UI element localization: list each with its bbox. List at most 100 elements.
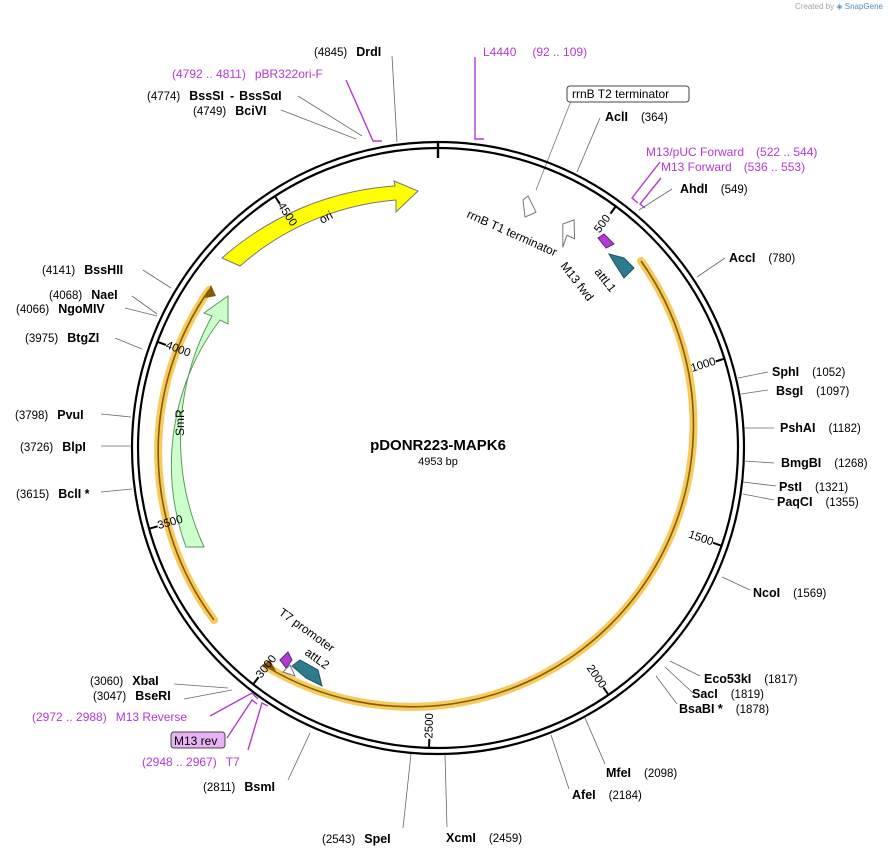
svg-text:SacI(1819): SacI(1819) xyxy=(692,687,764,701)
snapgene-credit: Created by ◈ SnapGene xyxy=(795,2,883,11)
l4440-marker xyxy=(474,57,484,140)
svg-text:AfeI(2184): AfeI(2184) xyxy=(572,788,642,802)
svg-text:XcmI(2459): XcmI(2459) xyxy=(446,831,522,845)
site-btgzi: BtgZI xyxy=(67,331,99,345)
svg-text:L4440(92 .. 109): L4440(92 .. 109) xyxy=(483,45,587,59)
svg-text:(3975)BtgZI: (3975) BtgZI xyxy=(25,331,99,345)
site-bcivi: BciVI xyxy=(235,104,266,118)
primer-m13-reverse: M13 Reverse xyxy=(116,710,188,724)
m13-reverse-marker xyxy=(209,692,259,717)
site-bseri-pos: (3047) xyxy=(93,691,126,703)
primer-m13-puc-forward: M13/pUC Forward xyxy=(646,145,744,159)
m13-puc-marker xyxy=(631,161,661,204)
site-paqci: PaqCI xyxy=(777,495,812,509)
svg-text:(3726)BlpI: (3726)BlpI xyxy=(20,440,86,454)
site-ngomiv: NgoMIV xyxy=(58,302,105,316)
orange-feature-arc-left xyxy=(154,285,218,624)
smr-label: SmR xyxy=(173,409,187,436)
tick-label-500: 500 xyxy=(592,213,613,236)
m13-forward-marker xyxy=(639,177,662,209)
site-drdi-pos: (4845) xyxy=(314,47,347,59)
site-bsshii-pos: (4141) xyxy=(42,265,75,277)
site-saci: SacI xyxy=(692,687,718,701)
site-bsgi: BsgI xyxy=(776,384,803,398)
site-pshai: PshAI xyxy=(780,421,815,435)
site-bcli-pos: (3615) xyxy=(16,489,49,501)
svg-text:M13/pUC Forward(522 .. 544): M13/pUC Forward(522 .. 544) xyxy=(646,145,817,159)
site-xbai-pos: (3060) xyxy=(90,676,123,688)
site-blpi: BlpI xyxy=(62,440,86,454)
svg-text:(3047)BseRI: (3047) BseRI xyxy=(93,689,171,703)
rrnb-t1-label: rrnB T1 terminator xyxy=(465,207,559,259)
site-acli: AclI xyxy=(605,110,628,124)
tick-label-2000: 2000 xyxy=(584,663,608,691)
site-naei-pos: (4068) xyxy=(49,290,82,302)
site-afei: AfeI xyxy=(572,788,596,802)
rrnb-t1-terminator: rrnB T1 terminator xyxy=(465,195,576,259)
m13-rev-label: M13 rev xyxy=(174,734,217,748)
svg-text:BsgI(1097): BsgI(1097) xyxy=(776,384,850,398)
tick-mark-3000 xyxy=(252,676,260,685)
svg-text:PshAI(1182): PshAI(1182) xyxy=(780,421,861,435)
svg-text:NcoI(1569): NcoI(1569) xyxy=(753,586,827,600)
tick-mark-4500 xyxy=(274,195,281,205)
t7-marker xyxy=(247,702,269,751)
primer-pbr322ori-f: pBR322ori-F xyxy=(255,67,323,81)
site-bcli: BclI * xyxy=(58,487,89,501)
plasmid-name: pDONR223-MAPK6 xyxy=(370,437,506,454)
ori-feature: ori xyxy=(221,180,419,267)
svg-text:(2543)SpeI: (2543)SpeI xyxy=(322,832,391,846)
site-bseri: BseRI xyxy=(135,689,170,703)
m13-fwd-label: M13 fwd xyxy=(558,259,597,303)
credit-prefix: Created by xyxy=(794,2,835,11)
site-psti: PstI xyxy=(779,480,802,494)
svg-text:(2972 .. 2988)M13 Reverse: (2972 .. 2988)M13 Reverse xyxy=(32,710,187,724)
tick-label-3000: 3000 xyxy=(254,653,279,681)
site-bcivi-pos: (4749) xyxy=(193,106,226,118)
tick-mark-1500 xyxy=(712,541,722,547)
primer-t7: T7 xyxy=(226,755,240,769)
svg-text:BmgBI(1268): BmgBI(1268) xyxy=(781,456,868,470)
svg-text:(4774)BssSI-BssSαI: (4774)BssSI-BssSαI xyxy=(147,89,282,103)
site-ahdi: AhdI xyxy=(680,182,708,196)
svg-text:SphI(1052): SphI(1052) xyxy=(772,365,846,379)
site-bsabi: BsaBI * xyxy=(679,702,723,716)
primer-markers xyxy=(209,57,662,751)
svg-text:M13 Forward(536 .. 553): M13 Forward(536 .. 553) xyxy=(661,160,805,174)
backbone xyxy=(130,140,746,756)
svg-text:AclI(364): AclI(364) xyxy=(605,110,668,124)
attl1-label: attL1 xyxy=(592,265,620,295)
svg-text:(4845)DrdI: (4845)DrdI xyxy=(314,45,381,59)
svg-text:(2948 .. 2967)T7: (2948 .. 2967)T7 xyxy=(142,755,240,769)
svg-text:(3798)PvuI: (3798)PvuI xyxy=(15,408,84,422)
site-pvui-pos: (3798) xyxy=(15,410,48,422)
svg-text:(2811)BsmI: (2811)BsmI xyxy=(203,780,275,794)
site-naei: NaeI xyxy=(91,288,117,302)
svg-text:(3060)XbaI: (3060)XbaI xyxy=(90,674,159,688)
tick-mark-500 xyxy=(609,205,617,215)
t7-promoter-label: T7 promoter xyxy=(276,605,337,655)
svg-text:MfeI(2098): MfeI(2098) xyxy=(606,766,677,780)
svg-text:BsaBI *(1878): BsaBI *(1878) xyxy=(679,702,769,716)
svg-text:(4068)NaeI: (4068) NaeI xyxy=(49,288,118,302)
smr-feature: SmR xyxy=(170,295,229,548)
rrnb-t2-label: rrnB T2 terminator xyxy=(572,87,669,101)
site-spei-pos: (2543) xyxy=(322,834,355,846)
svg-text:(4066)NgoMIV: (4066) NgoMIV xyxy=(16,302,105,316)
primer-l4440: L4440 xyxy=(483,45,517,59)
site-acci: AccI xyxy=(729,251,755,265)
tick-mark-4000 xyxy=(157,340,167,346)
site-ngomiv-pos: (4066) xyxy=(16,304,49,316)
svg-text:PaqCI(1355): PaqCI(1355) xyxy=(777,495,859,509)
svg-text:AhdI(549): AhdI(549) xyxy=(680,182,748,196)
svg-text:AccI(780): AccI(780) xyxy=(729,251,795,265)
snapgene-logo-icon: ◈ xyxy=(836,2,843,11)
site-bsshii: BssHII xyxy=(84,263,123,277)
site-btgzi-pos: (3975) xyxy=(25,333,58,345)
primer-labels: L4440(92 .. 109) M13/pUC Forward(522 .. … xyxy=(32,45,817,769)
site-sphi: SphI xyxy=(772,365,799,379)
site-mfei: MfeI xyxy=(606,766,631,780)
orange-arc-arrowhead-left xyxy=(205,285,216,298)
